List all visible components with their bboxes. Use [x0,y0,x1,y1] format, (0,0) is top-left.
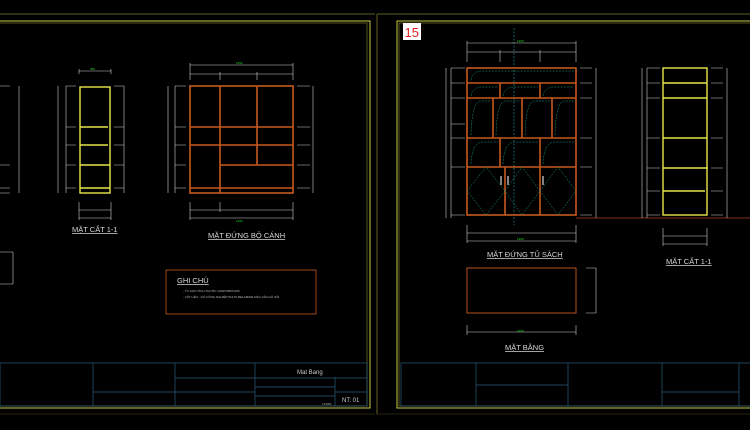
door-elevation-label: MẶT ĐỨNG BỘ CÁNH [208,231,285,240]
door-elevation-drawing: 1150 1150 MẶT ĐỨNG BỘ CÁNH [167,61,314,240]
note-line: - VẬT LIỆU : GỖ CÔNG NGHIỆP PHUN MELAMIN… [183,294,279,299]
right-section-label: MẶT CẮT 1-1 [666,257,712,266]
notes-box: GHI CHÚ - TỦ GIAY KÍCH THƯỚC 1200X350X11… [165,269,317,315]
dim-text: 1150 [236,219,243,223]
left-title-block: Mat Bang NT: 01 1:10000 [0,362,368,407]
bookcase-elevation-label: MẶT ĐỨNG TỦ SÁCH [487,250,563,259]
right-section-drawing: MẶT CẮT 1-1 [641,67,728,266]
notes-title: GHI CHÚ [177,276,209,285]
bookcase-elevation-drawing: 1200 1200 MẶT ĐỨNG TỦ SÁCH [445,28,750,259]
dim-text: 1200 [517,329,524,333]
scale-text: 1:10000 [322,402,332,406]
right-sheet-frame [376,13,750,415]
left-section-drawing: 350 MẶT CẮT 1-1 [57,67,125,234]
sheet-number: NT: 01 [342,398,360,404]
drawing-name: Mat Bang [297,370,323,376]
page-badge: 15 [403,23,421,40]
left-section-label: MẶT CẮT 1-1 [72,225,118,234]
partial-cabinet-drawing [0,85,20,285]
dim-text: 350 [90,67,95,71]
note-line: - TỦ GIAY KÍCH THƯỚC 1200X350X1150 [183,288,240,293]
plan-label: MẶT BẰNG [505,343,544,352]
dim-text: 1200 [517,39,524,43]
plan-drawing: 1200 MẶT BẰNG [466,267,597,352]
right-title-block [400,362,750,407]
dim-text: 1150 [236,61,243,65]
left-sheet-frame [0,13,375,415]
page-number: 15 [405,25,419,40]
dim-text: 1200 [517,237,524,241]
